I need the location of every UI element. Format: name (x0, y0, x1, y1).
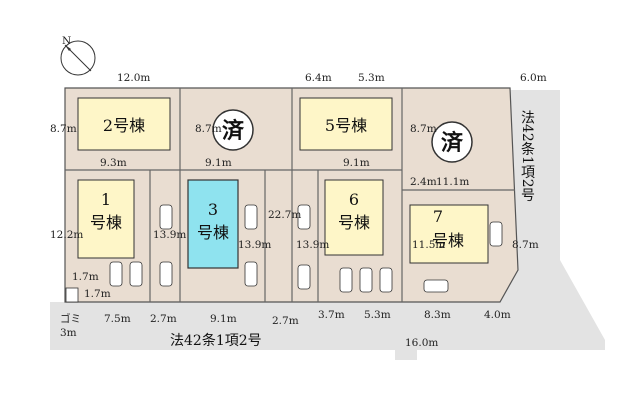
road-label-south: 法42条1項2号 (170, 332, 262, 349)
car-icons (109, 204, 503, 293)
dim-lot1-path-b: 1.7m (84, 288, 111, 300)
dimension-labels: 12.0m 6.4m 5.3m 6.0m 8.7m 9.3m 8.7m 9.1m… (50, 72, 547, 349)
dim-lot7-small: 2.4m (410, 176, 437, 188)
dim-lot7-right: 8.7m (512, 239, 539, 251)
dim-lot2-bottom: 9.3m (100, 157, 127, 169)
dim-road-width: 6.0m (520, 72, 547, 84)
dim-bottom-d: 2.7m (272, 315, 299, 327)
east-road (500, 90, 605, 350)
south-road (50, 302, 500, 350)
garbage-station (65, 287, 79, 303)
building-1[interactable] (77, 179, 135, 259)
dim-street-south: 16.0m (405, 337, 438, 349)
garbage-size: 3m (60, 327, 77, 339)
dim-top-left: 12.0m (117, 72, 150, 84)
lot-num-6: 6 (349, 190, 359, 209)
dim-solda-bottom: 9.1m (205, 157, 232, 169)
dim-lot5-bottom: 9.1m (343, 157, 370, 169)
dim-top-mid-b: 5.3m (358, 72, 385, 84)
dim-lot1-depth: 12.2m (50, 229, 83, 241)
dim-lot2-depth: 8.7m (50, 123, 77, 135)
building-2[interactable] (77, 97, 171, 151)
lot-label-6: 号棟 (338, 213, 370, 232)
lot-label-7: 号棟 (432, 231, 464, 250)
lot-num-1: 1 (101, 190, 111, 209)
dim-bottom-c: 9.1m (210, 313, 237, 325)
dim-lot3-depth: 22.7m (268, 209, 301, 221)
dim-lot3-left: 13.9m (153, 229, 186, 241)
road-label-east: 法42条1項2号 (519, 110, 535, 202)
building-3[interactable] (187, 179, 239, 269)
dim-bottom-a: 7.5m (104, 313, 131, 325)
street-south (395, 302, 417, 360)
building-5[interactable] (299, 97, 393, 151)
building-6[interactable] (324, 179, 384, 256)
sold-mark-b: 済 (441, 130, 464, 156)
lot-label-3: 号棟 (197, 223, 229, 242)
dim-lot7-inner: 11.5m (412, 239, 445, 251)
sold-mark-a: 済 (222, 118, 245, 144)
dim-bottom-b: 2.7m (150, 313, 177, 325)
dim-lot1-path-a: 1.7m (72, 271, 99, 283)
compass-label: N (62, 35, 71, 47)
lot-label-1: 号棟 (90, 213, 122, 232)
dim-lot6-passage: 13.9m (296, 239, 329, 251)
dim-lot3-right: 13.9m (238, 239, 271, 251)
lot-lines (65, 88, 515, 302)
dim-bottom-g: 8.3m (424, 309, 451, 321)
sold-marker-a (212, 109, 254, 151)
dim-corner-cut: 4.0m (484, 309, 511, 321)
sold-marker-b (431, 121, 473, 163)
dim-lot7-top: 11.1m (436, 176, 469, 188)
dim-top-mid-a: 6.4m (305, 72, 332, 84)
lot-label-2: 2号棟 (103, 116, 145, 135)
lot-label-5: 5号棟 (325, 116, 367, 135)
dim-solda-depth: 8.7m (195, 123, 222, 135)
lot-num-3: 3 (208, 200, 218, 219)
dim-soldb-depth: 8.7m (410, 123, 437, 135)
dim-bottom-e: 3.7m (318, 309, 345, 321)
building-7[interactable] (409, 204, 489, 264)
lot-num-7: 7 (433, 207, 443, 226)
garbage-label: ゴミ (60, 312, 81, 325)
dim-bottom-f: 5.3m (364, 309, 391, 321)
